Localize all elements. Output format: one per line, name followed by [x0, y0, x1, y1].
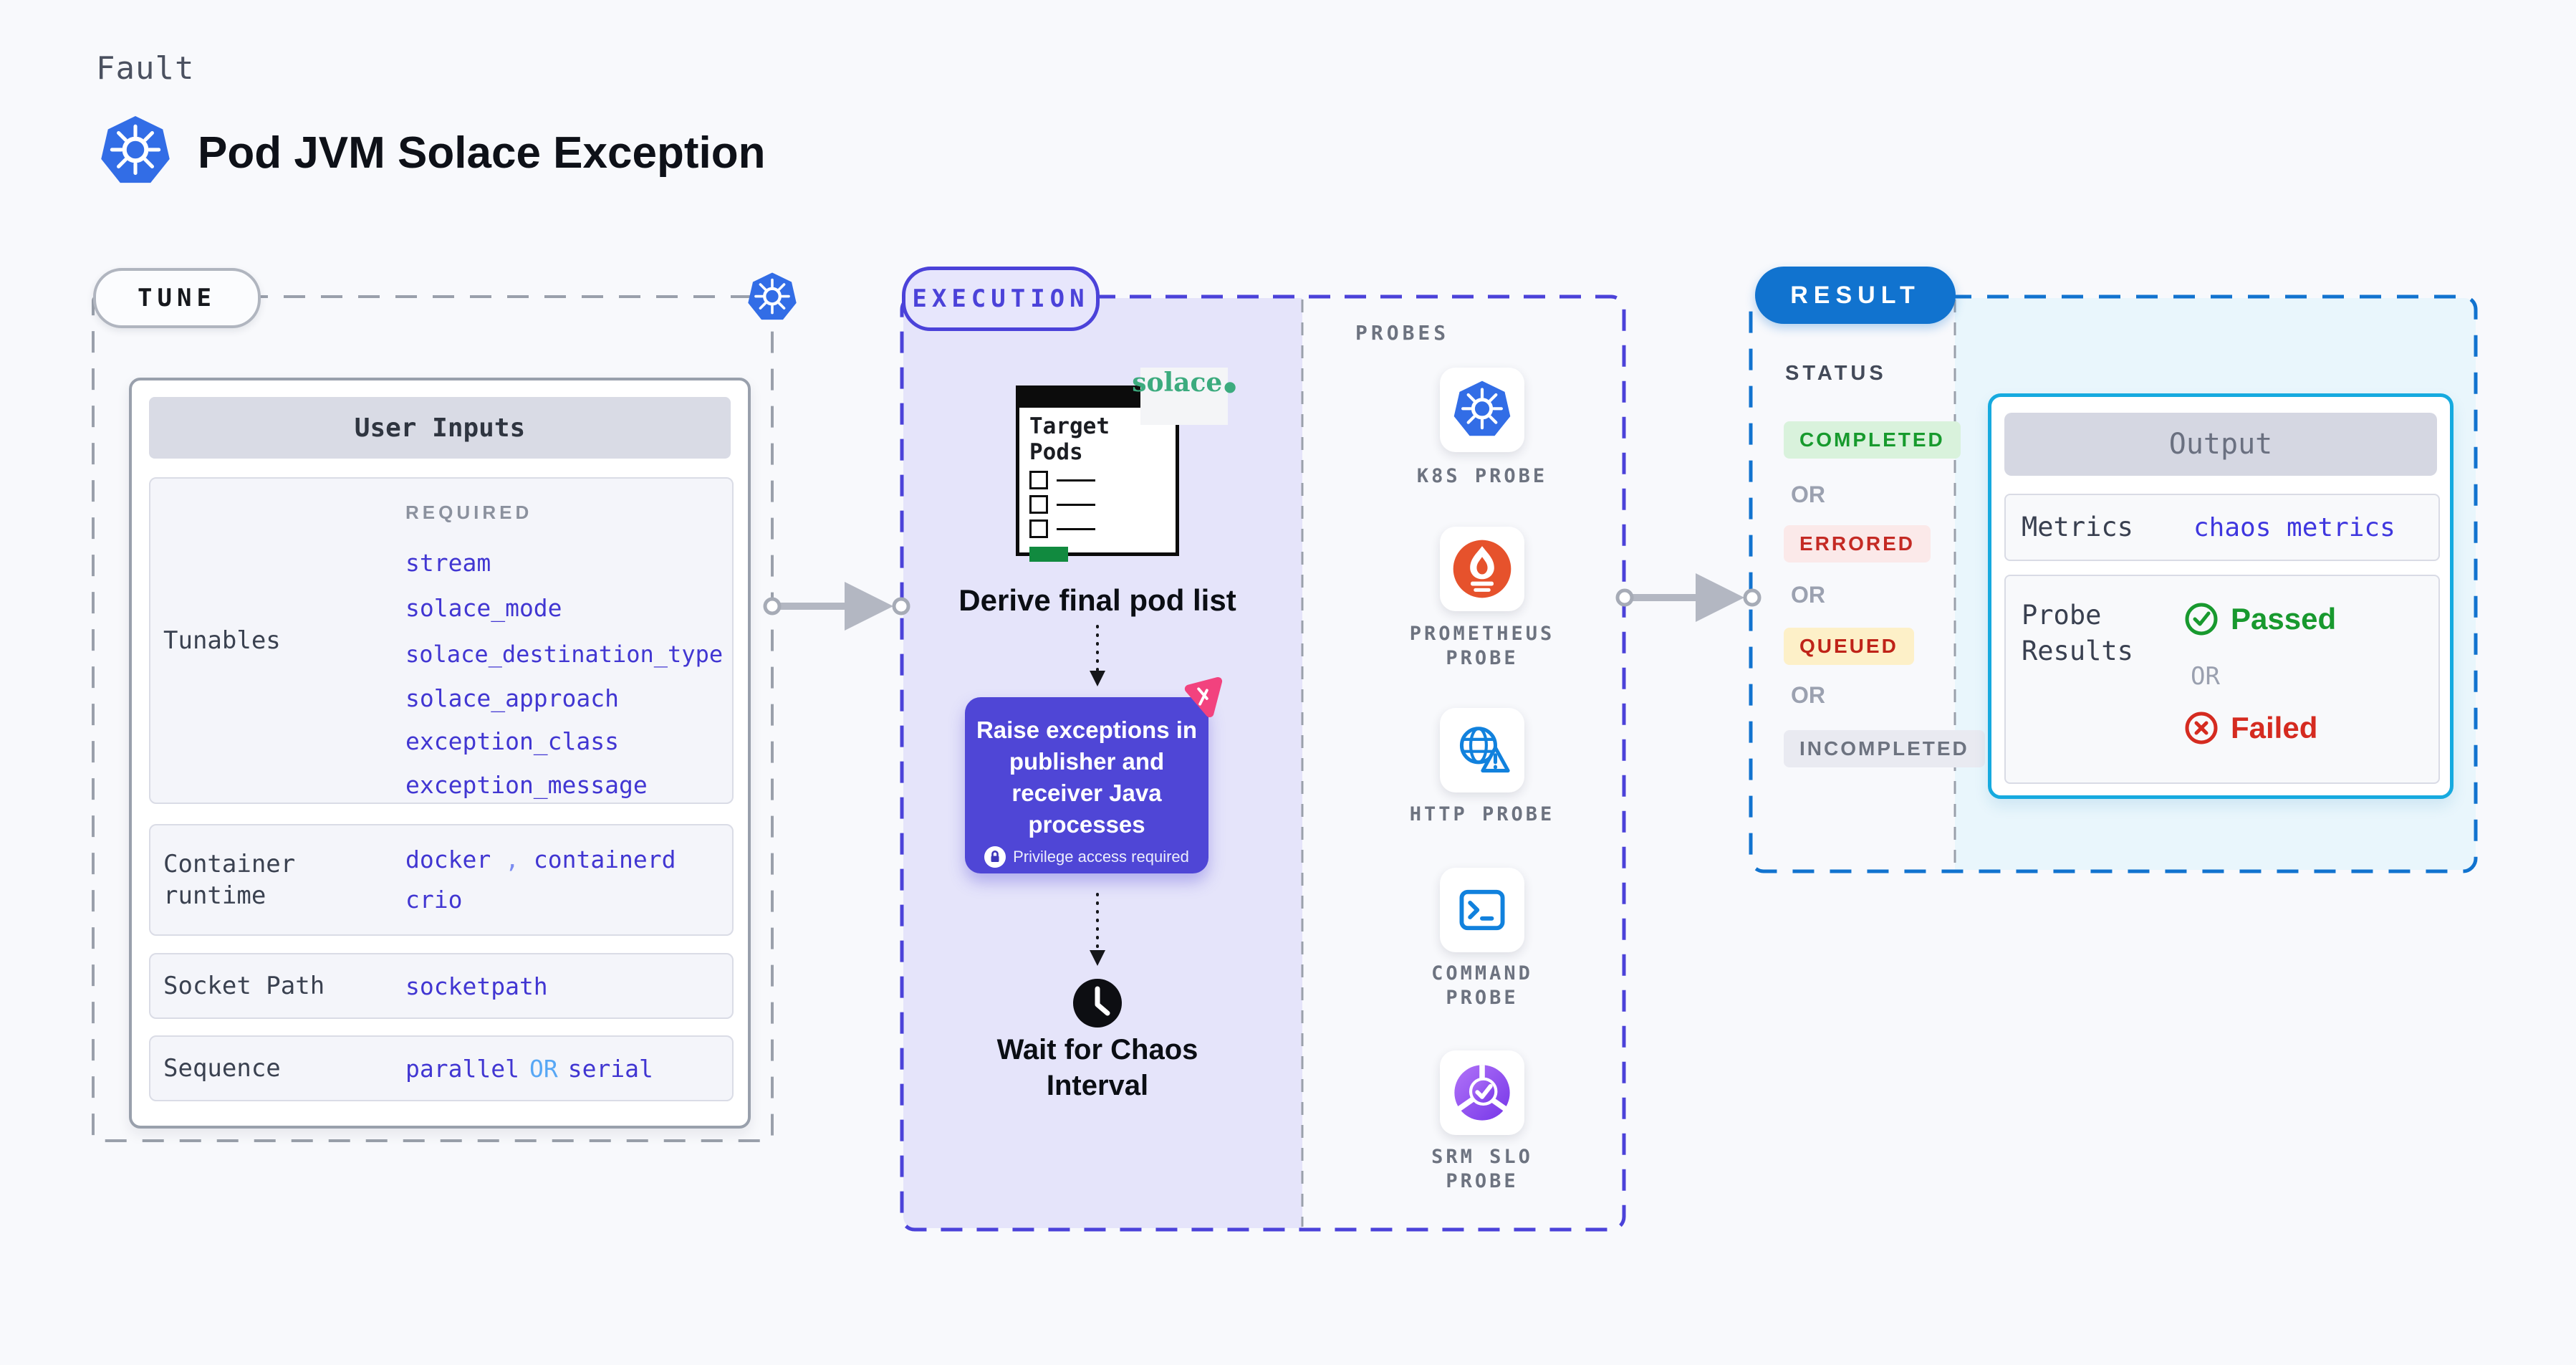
- or-separator: OR: [2191, 662, 2220, 691]
- slo-chart-icon: [1452, 1063, 1512, 1123]
- probe-label: COMMAND PROBE: [1431, 962, 1533, 1009]
- checkbox-icon: [1029, 495, 1048, 514]
- tunables-label: Tunables: [163, 626, 281, 655]
- or-separator: OR: [1791, 582, 1825, 608]
- lock-icon: [984, 846, 1006, 868]
- derive-pod-list-step: Derive final pod list: [958, 583, 1236, 617]
- checkbox-icon: [1029, 471, 1048, 489]
- list-line: [1057, 527, 1095, 530]
- tunable-item: exception_class: [405, 727, 620, 755]
- metrics-label: Metrics: [2022, 512, 2133, 542]
- probe-card-srm-slo: [1440, 1050, 1524, 1135]
- user-inputs-title: User Inputs: [149, 397, 731, 459]
- execution-section-pill: EXECUTION: [902, 267, 1100, 331]
- http-globe-icon: [1452, 720, 1512, 780]
- tunable-item: stream: [405, 549, 491, 577]
- probe-card-http: [1440, 708, 1524, 792]
- progress-bar: [1029, 547, 1068, 562]
- list-line: [1057, 503, 1095, 506]
- required-label: REQUIRED: [405, 502, 533, 523]
- probe-card-k8s: [1440, 368, 1524, 452]
- solace-dot: ●: [1224, 378, 1236, 395]
- runtime-separator: ,: [505, 846, 519, 873]
- status-label: STATUS: [1785, 362, 1887, 385]
- page-title: Pod JVM Solace Exception: [198, 128, 766, 178]
- terminal-icon: [1452, 880, 1512, 940]
- clock-icon: [1073, 979, 1122, 1028]
- x-circle-icon: [2185, 712, 2218, 744]
- passed-value: Passed: [2231, 602, 2337, 636]
- sequence-row: Sequence parallel OR serial: [149, 1035, 734, 1101]
- probe-label: HTTP PROBE: [1409, 803, 1555, 825]
- container-runtime-label: Container runtime: [163, 850, 296, 910]
- tunable-item: solace_mode: [405, 594, 562, 622]
- probes-panel-label: PROBES: [1355, 321, 1450, 345]
- pod-list-item: [1029, 495, 1176, 514]
- status-badge-incompleted: INCOMPLETED: [1784, 730, 1985, 767]
- output-card: Output Metrics chaos metrics Probe Resul…: [1988, 393, 2454, 799]
- privilege-note: Privilege access required: [1013, 848, 1189, 866]
- container-runtime-row: Container runtime docker , containerd cr…: [149, 824, 734, 936]
- tunables-row: Tunables REQUIRED stream solace_mode sol…: [149, 477, 734, 804]
- tunable-item: solace_approach: [405, 684, 620, 712]
- tunable-item: exception_message: [405, 771, 648, 799]
- pod-list-item: [1029, 519, 1176, 538]
- wait-chaos-interval-step: Wait for Chaos Interval: [996, 1034, 1198, 1101]
- probe-label: K8S PROBE: [1416, 465, 1548, 487]
- tunable-item: solace_destination_type: [405, 641, 724, 668]
- action-text: Raise exceptions in publisher and receiv…: [976, 717, 1198, 838]
- failed-value: Failed: [2231, 711, 2318, 744]
- status-badge-errored: ERRORED: [1784, 525, 1931, 562]
- result-section-pill: RESULT: [1755, 267, 1956, 324]
- list-line: [1057, 479, 1095, 482]
- runtime-value: crio: [405, 886, 463, 914]
- or-separator: OR: [1791, 682, 1825, 708]
- socket-path-value: socketpath: [405, 972, 548, 1000]
- solace-logo: solace●: [1132, 368, 1236, 425]
- probe-card-prometheus: [1440, 527, 1524, 611]
- chaos-pinwheel-icon: [1184, 676, 1223, 718]
- kubernetes-icon: [1452, 380, 1512, 440]
- kubernetes-icon: [99, 115, 172, 188]
- runtime-value: containerd: [533, 846, 676, 873]
- probe-label: SRM SLO PROBE: [1431, 1146, 1533, 1192]
- sequence-value: serial: [567, 1054, 653, 1083]
- check-circle-icon: [2185, 603, 2218, 636]
- metrics-row: Metrics chaos metrics: [2004, 494, 2440, 561]
- status-badge-queued: QUEUED: [1784, 628, 1914, 665]
- target-pods-title: Target Pods: [1029, 413, 1110, 465]
- sequence-or: OR: [529, 1054, 558, 1083]
- kubernetes-icon: [746, 272, 798, 323]
- user-inputs-card: User Inputs Tunables REQUIRED stream sol…: [129, 378, 751, 1129]
- pod-list-item: [1029, 471, 1176, 489]
- socket-path-label: Socket Path: [163, 972, 325, 1000]
- prometheus-icon: [1452, 539, 1512, 599]
- probe-results-label: Probe Results: [2022, 600, 2133, 666]
- checkbox-icon: [1029, 519, 1048, 538]
- metrics-value: chaos metrics: [2193, 512, 2395, 542]
- sequence-label: Sequence: [163, 1054, 281, 1083]
- probe-card-command: [1440, 868, 1524, 952]
- probe-results-row: Probe Results Passed OR Failed: [2004, 575, 2440, 784]
- runtime-value: docker: [405, 846, 491, 873]
- status-badge-completed: COMPLETED: [1784, 421, 1961, 459]
- probe-label: PROMETHEUS PROBE: [1409, 623, 1555, 669]
- tune-section-pill: TUNE: [93, 268, 261, 328]
- output-title: Output: [2004, 413, 2437, 476]
- socket-path-row: Socket Path socketpath: [149, 953, 734, 1019]
- raise-exceptions-step: Raise exceptions in publisher and receiv…: [965, 697, 1208, 873]
- fault-kicker: Fault: [96, 50, 195, 87]
- or-separator: OR: [1791, 482, 1825, 507]
- sequence-value: parallel: [405, 1054, 519, 1083]
